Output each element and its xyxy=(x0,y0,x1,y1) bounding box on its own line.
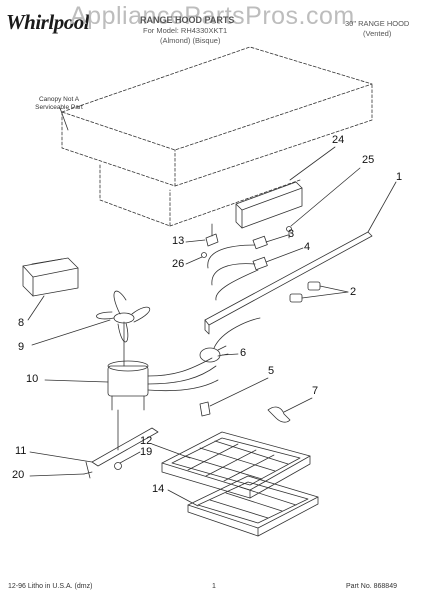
canopy-note: Canopy Not A Serviceable Part xyxy=(35,96,83,112)
footer-page-number: 1 xyxy=(212,583,216,590)
part-13-bracket xyxy=(205,223,219,247)
part-1-rail xyxy=(204,231,373,335)
canopy-outline xyxy=(61,46,373,227)
page-title: RANGE HOOD PARTS xyxy=(140,15,235,25)
category-line-1: 30" RANGE HOOD xyxy=(345,19,410,28)
canopy-note-leader xyxy=(59,107,69,131)
part-7-bracket xyxy=(267,406,291,423)
leader-8 xyxy=(27,295,45,321)
part-12-filter xyxy=(161,431,311,499)
watermark: AppliancePartsPros.com xyxy=(70,2,355,30)
leader-10 xyxy=(44,379,109,383)
callout-25: 25 xyxy=(362,154,375,166)
leader-3 xyxy=(265,234,289,243)
leader-6 xyxy=(221,353,239,356)
callout-7: 7 xyxy=(312,385,319,397)
part-11-bracket xyxy=(91,409,159,467)
leader-1 xyxy=(367,181,397,233)
footer-litho: 12-96 Litho in U.S.A. (dmz) xyxy=(8,583,93,590)
leader-24 xyxy=(289,146,336,181)
part-14-filter xyxy=(187,475,319,537)
part-4-switch xyxy=(252,256,268,271)
leader-14 xyxy=(167,489,199,507)
part-26-screw xyxy=(201,252,207,258)
category-line-2: (Vented) xyxy=(363,29,392,38)
part-20-screw xyxy=(83,461,93,479)
wire-a xyxy=(207,244,256,269)
part-9-fan-blade xyxy=(96,290,151,343)
part-8-lens xyxy=(22,257,79,297)
model-line: For Model: RH4330XKT1 xyxy=(143,26,228,35)
callout-3: 3 xyxy=(288,228,295,240)
leader-25 xyxy=(290,167,361,227)
part-25-screw xyxy=(286,226,292,239)
callout-13: 13 xyxy=(172,235,185,247)
part-2-socket-upper xyxy=(307,281,321,291)
callout-19: 19 xyxy=(140,446,153,458)
leader-11 xyxy=(29,451,93,463)
callout-5: 5 xyxy=(268,365,275,377)
part-5-clip xyxy=(199,401,211,417)
callout-2: 2 xyxy=(350,286,357,298)
callout-24: 24 xyxy=(332,134,345,146)
leader-4 xyxy=(265,247,304,263)
brand-logo: Whirlpool xyxy=(6,10,90,34)
callout-4: 4 xyxy=(304,241,311,253)
callout-8: 8 xyxy=(18,317,25,329)
leader-19 xyxy=(119,451,141,464)
leader-20 xyxy=(29,473,85,477)
part-2-socket-lower xyxy=(289,293,303,303)
leader-2b xyxy=(301,291,349,299)
callout-12: 12 xyxy=(140,435,153,447)
leader-12 xyxy=(151,443,191,459)
wire-b xyxy=(211,263,256,286)
callout-10: 10 xyxy=(26,373,39,385)
leader-13 xyxy=(185,239,206,243)
wire-c xyxy=(215,269,259,301)
footer-part-number: Part No. 868849 xyxy=(346,583,397,590)
part-3-switch xyxy=(252,235,268,250)
leader-7 xyxy=(283,397,313,413)
callout-20: 20 xyxy=(12,469,25,481)
callout-6: 6 xyxy=(240,347,247,359)
part-19-nut xyxy=(114,462,122,470)
callout-11: 11 xyxy=(15,445,27,457)
part-10-motor xyxy=(107,357,219,411)
callout-9: 9 xyxy=(18,341,25,353)
leader-5 xyxy=(209,377,269,407)
leader-9 xyxy=(31,319,111,346)
callout-1: 1 xyxy=(396,171,403,183)
leader-2a xyxy=(319,285,349,293)
color-line: (Almond) (Bisque) xyxy=(160,36,221,45)
callout-14: 14 xyxy=(152,483,165,495)
callout-26: 26 xyxy=(172,258,185,270)
part-24-cover xyxy=(235,181,303,229)
leader-26 xyxy=(185,256,203,265)
